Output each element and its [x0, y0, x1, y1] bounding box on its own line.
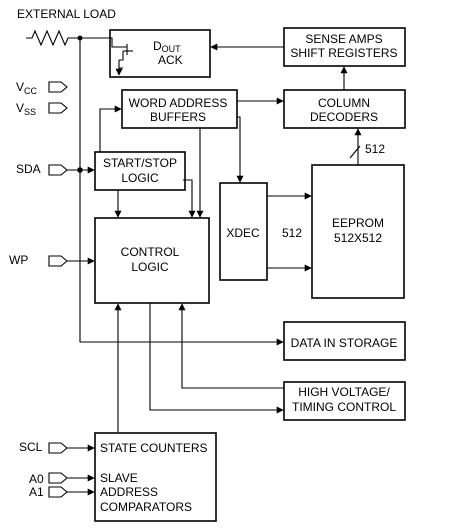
eeprom-size-label: 512X512: [334, 231, 382, 245]
control-logic-label: LOGIC: [131, 260, 169, 274]
scl-label: SCL: [19, 440, 43, 454]
external-load-label: EXTERNAL LOAD: [17, 7, 116, 21]
sda-label: SDA: [16, 162, 41, 176]
word-address-label: WORD ADDRESS: [129, 96, 228, 110]
vss-label: VSS: [16, 101, 36, 117]
word-address-box: [121, 89, 238, 129]
eeprom-box: [311, 164, 405, 299]
xdec-box: [219, 182, 268, 281]
control-label: CONTROL: [121, 245, 180, 259]
high-voltage-box: [283, 381, 406, 421]
transistor-drain-icon: [119, 51, 124, 61]
shift-registers-label: SHIFT REGISTERS: [290, 46, 397, 60]
start-stop-logic-label: LOGIC: [121, 171, 159, 185]
a0-pin-icon: [48, 472, 68, 484]
buffers-label: BUFFERS: [150, 110, 206, 124]
resistor-icon: [26, 29, 80, 47]
start-to-control-diag-wire: [183, 179, 196, 218]
start-stop-to-word-wire: [99, 105, 122, 152]
hv-to-control-wire: [178, 303, 284, 389]
high-voltage-label: HIGH VOLTAGE/: [298, 385, 390, 399]
external-load-wire: [80, 37, 127, 48]
vcc-label: VCC: [16, 80, 38, 96]
sense-amps-label: SENSE AMPS: [305, 32, 382, 46]
xdec-width-label: 512: [282, 226, 302, 240]
eeprom-label: EEPROM: [332, 216, 384, 230]
slave-label: SLAVE: [100, 471, 138, 485]
bus-slash-icon: [349, 145, 361, 159]
comparators-label: COMPARATORS: [100, 500, 192, 514]
column-label: COLUMN: [318, 96, 370, 110]
a0-label: A0: [29, 472, 44, 486]
sense-amps-box: [283, 27, 406, 67]
control-to-hv-wire: [149, 303, 284, 414]
decoders-label: DECODERS: [310, 110, 378, 124]
data-in-storage-label: DATA IN STORAGE: [291, 336, 398, 350]
wp-pin-icon: [48, 255, 68, 267]
start-stop-label: START/STOP: [103, 156, 177, 170]
start-stop-box: [94, 151, 186, 191]
scl-pin-icon: [48, 442, 68, 454]
bus-width-label: 512: [365, 142, 385, 156]
a1-pin-icon: [48, 486, 68, 498]
sda-bus-wire: [79, 38, 284, 346]
dout-label: DOUT: [153, 39, 181, 54]
vcc-pin-icon: [48, 81, 68, 93]
state-counters-label: STATE COUNTERS: [100, 441, 208, 455]
control-logic-box: [94, 217, 210, 304]
word-to-xdec-wire: [236, 116, 244, 183]
ack-label: ACK: [158, 53, 183, 67]
wp-label: WP: [9, 253, 28, 267]
data-in-storage-box: [283, 321, 406, 361]
address-label: ADDRESS: [100, 485, 158, 499]
timing-control-label: TIMING CONTROL: [292, 400, 396, 414]
state-counters-box: [94, 432, 217, 522]
column-decoders-box: [283, 89, 406, 129]
xdec-label: XDEC: [226, 226, 260, 240]
sda-pin-icon: [48, 164, 68, 176]
vss-pin-icon: [48, 102, 68, 114]
a1-label: A1: [29, 485, 44, 499]
